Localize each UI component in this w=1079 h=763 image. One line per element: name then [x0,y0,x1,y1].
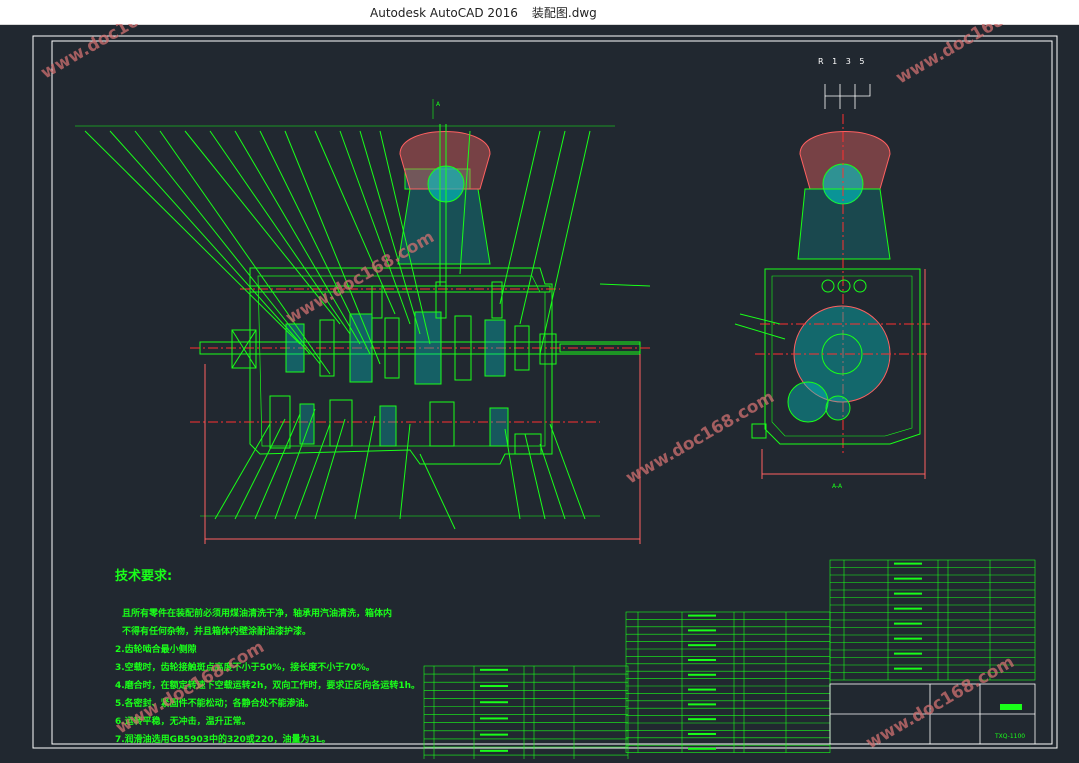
tech-req-line-7: 6.运转平稳，无冲击，温升正常。 [115,715,251,727]
app-name: Autodesk AutoCAD 2016 [370,6,518,20]
outer-frame [32,35,1058,749]
technical-requirements: 技术要求: 且所有零件在装配前必须用煤油清洗干净，轴承用汽油清洗，箱体内 不得有… [115,568,420,745]
parts-list-left[interactable] [423,665,629,763]
parts-list-middle[interactable] [625,611,831,753]
watermarks: www.doc168.com www.doc168.com www.doc168… [38,0,1048,753]
tech-req-line-4: 3.空载时，齿轮接触斑点高度不小于50%，接长度不小于70%。 [115,661,375,673]
title-bar: Autodesk AutoCAD 2016 装配图.dwg [0,0,1079,25]
tech-req-line-6: 5.各密封、紧固件不能松动；各静合处不能渗油。 [115,697,314,709]
tech-req-line-5: 4.磨合时，在额定转速下空载运转2h，双向工作时，要求正反向各运转1h。 [115,679,420,691]
main-section-view[interactable]: A [75,99,651,544]
tech-req-line-1: 且所有零件在装配前必须用煤油清洗干净，轴承用汽油清洗，箱体内 [122,607,392,619]
parts-list-right[interactable] [829,559,1036,681]
section-label-aa: A-A [832,483,843,490]
tech-req-title: 技术要求: [115,568,172,584]
side-section-view[interactable]: R 1 3 5 A-A [734,57,930,490]
view-label-a: A [436,101,441,108]
tech-req-line-2: 不得有任何杂物，并且箱体内壁涂耐油漆护漆。 [122,625,311,637]
watermark-2: www.doc168.com [893,24,1048,88]
inner-frame [51,40,1053,745]
title-block-code: TXQ-1100 [994,733,1025,740]
tech-req-line-8: 7.润滑油选用GB5903中的320或220，油量为3L。 [115,733,331,745]
file-name: 装配图.dwg [531,6,597,20]
window-title: Autodesk AutoCAD 2016 装配图.dwg [370,4,597,21]
watermark-1: www.doc168.com [38,24,193,83]
shift-pattern-label: R 1 3 5 [818,57,867,66]
tech-req-line-3: 2.齿轮啮合最小侧隙 [115,643,197,655]
title-block[interactable]: TXQ-1100 [829,683,1036,745]
